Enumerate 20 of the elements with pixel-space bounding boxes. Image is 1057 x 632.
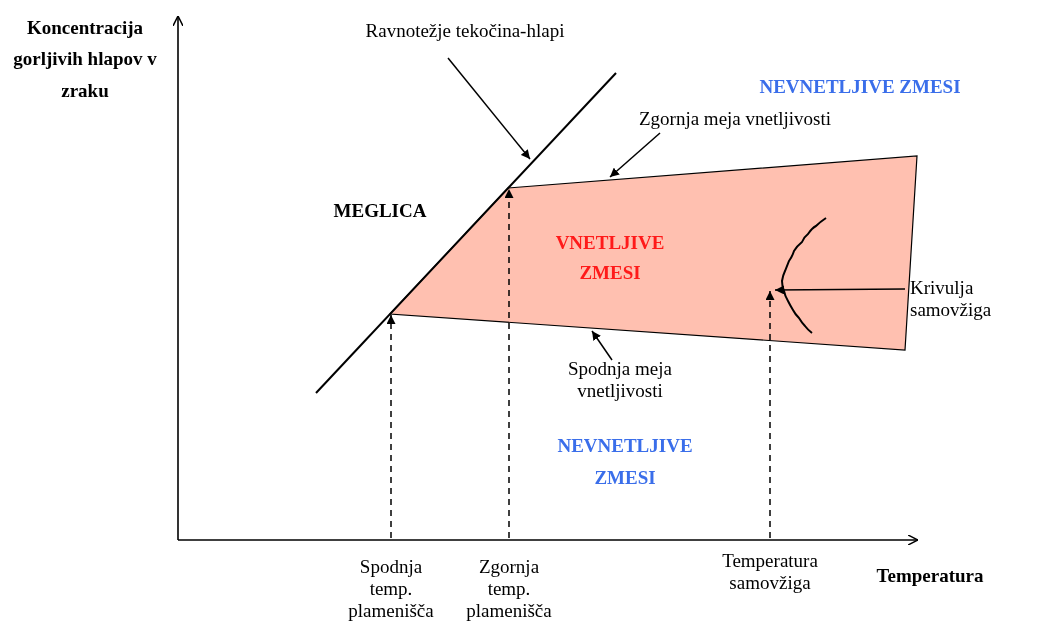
axis-tick-label: Spodnja temp. plamenišča — [345, 556, 437, 622]
region-label: MEGLICA — [332, 200, 428, 222]
leader-label: Krivulja samovžiga — [910, 277, 1057, 321]
axis-title: Temperatura — [875, 565, 985, 587]
leader-arrow — [609, 132, 661, 178]
leader-arrow — [591, 330, 613, 361]
dashed-arrow — [765, 290, 775, 539]
axis-title: Koncentracija gorljivih hlapov v zraku — [12, 16, 158, 103]
leader-label: Spodnja meja vnetljivosti — [545, 358, 695, 402]
region-label: VNETLJIVE ZMESI — [554, 231, 666, 286]
dashed-arrow — [386, 314, 396, 539]
axis-tick-label: Temperatura samovžiga — [710, 550, 830, 594]
region-label: NEVNETLJIVE ZMESI — [556, 434, 694, 491]
axis-tick-label: Zgornja temp. plamenišča — [463, 556, 555, 622]
leader-label: Ravnotežje tekočina-hlapi — [300, 20, 630, 42]
leader-label: Zgornja meja vnetljivosti — [600, 108, 870, 130]
region-label: NEVNETLJIVE ZMESI — [758, 76, 962, 98]
dashed-arrow — [504, 188, 514, 539]
leader-arrow — [774, 285, 906, 295]
leader-arrow — [447, 57, 531, 160]
